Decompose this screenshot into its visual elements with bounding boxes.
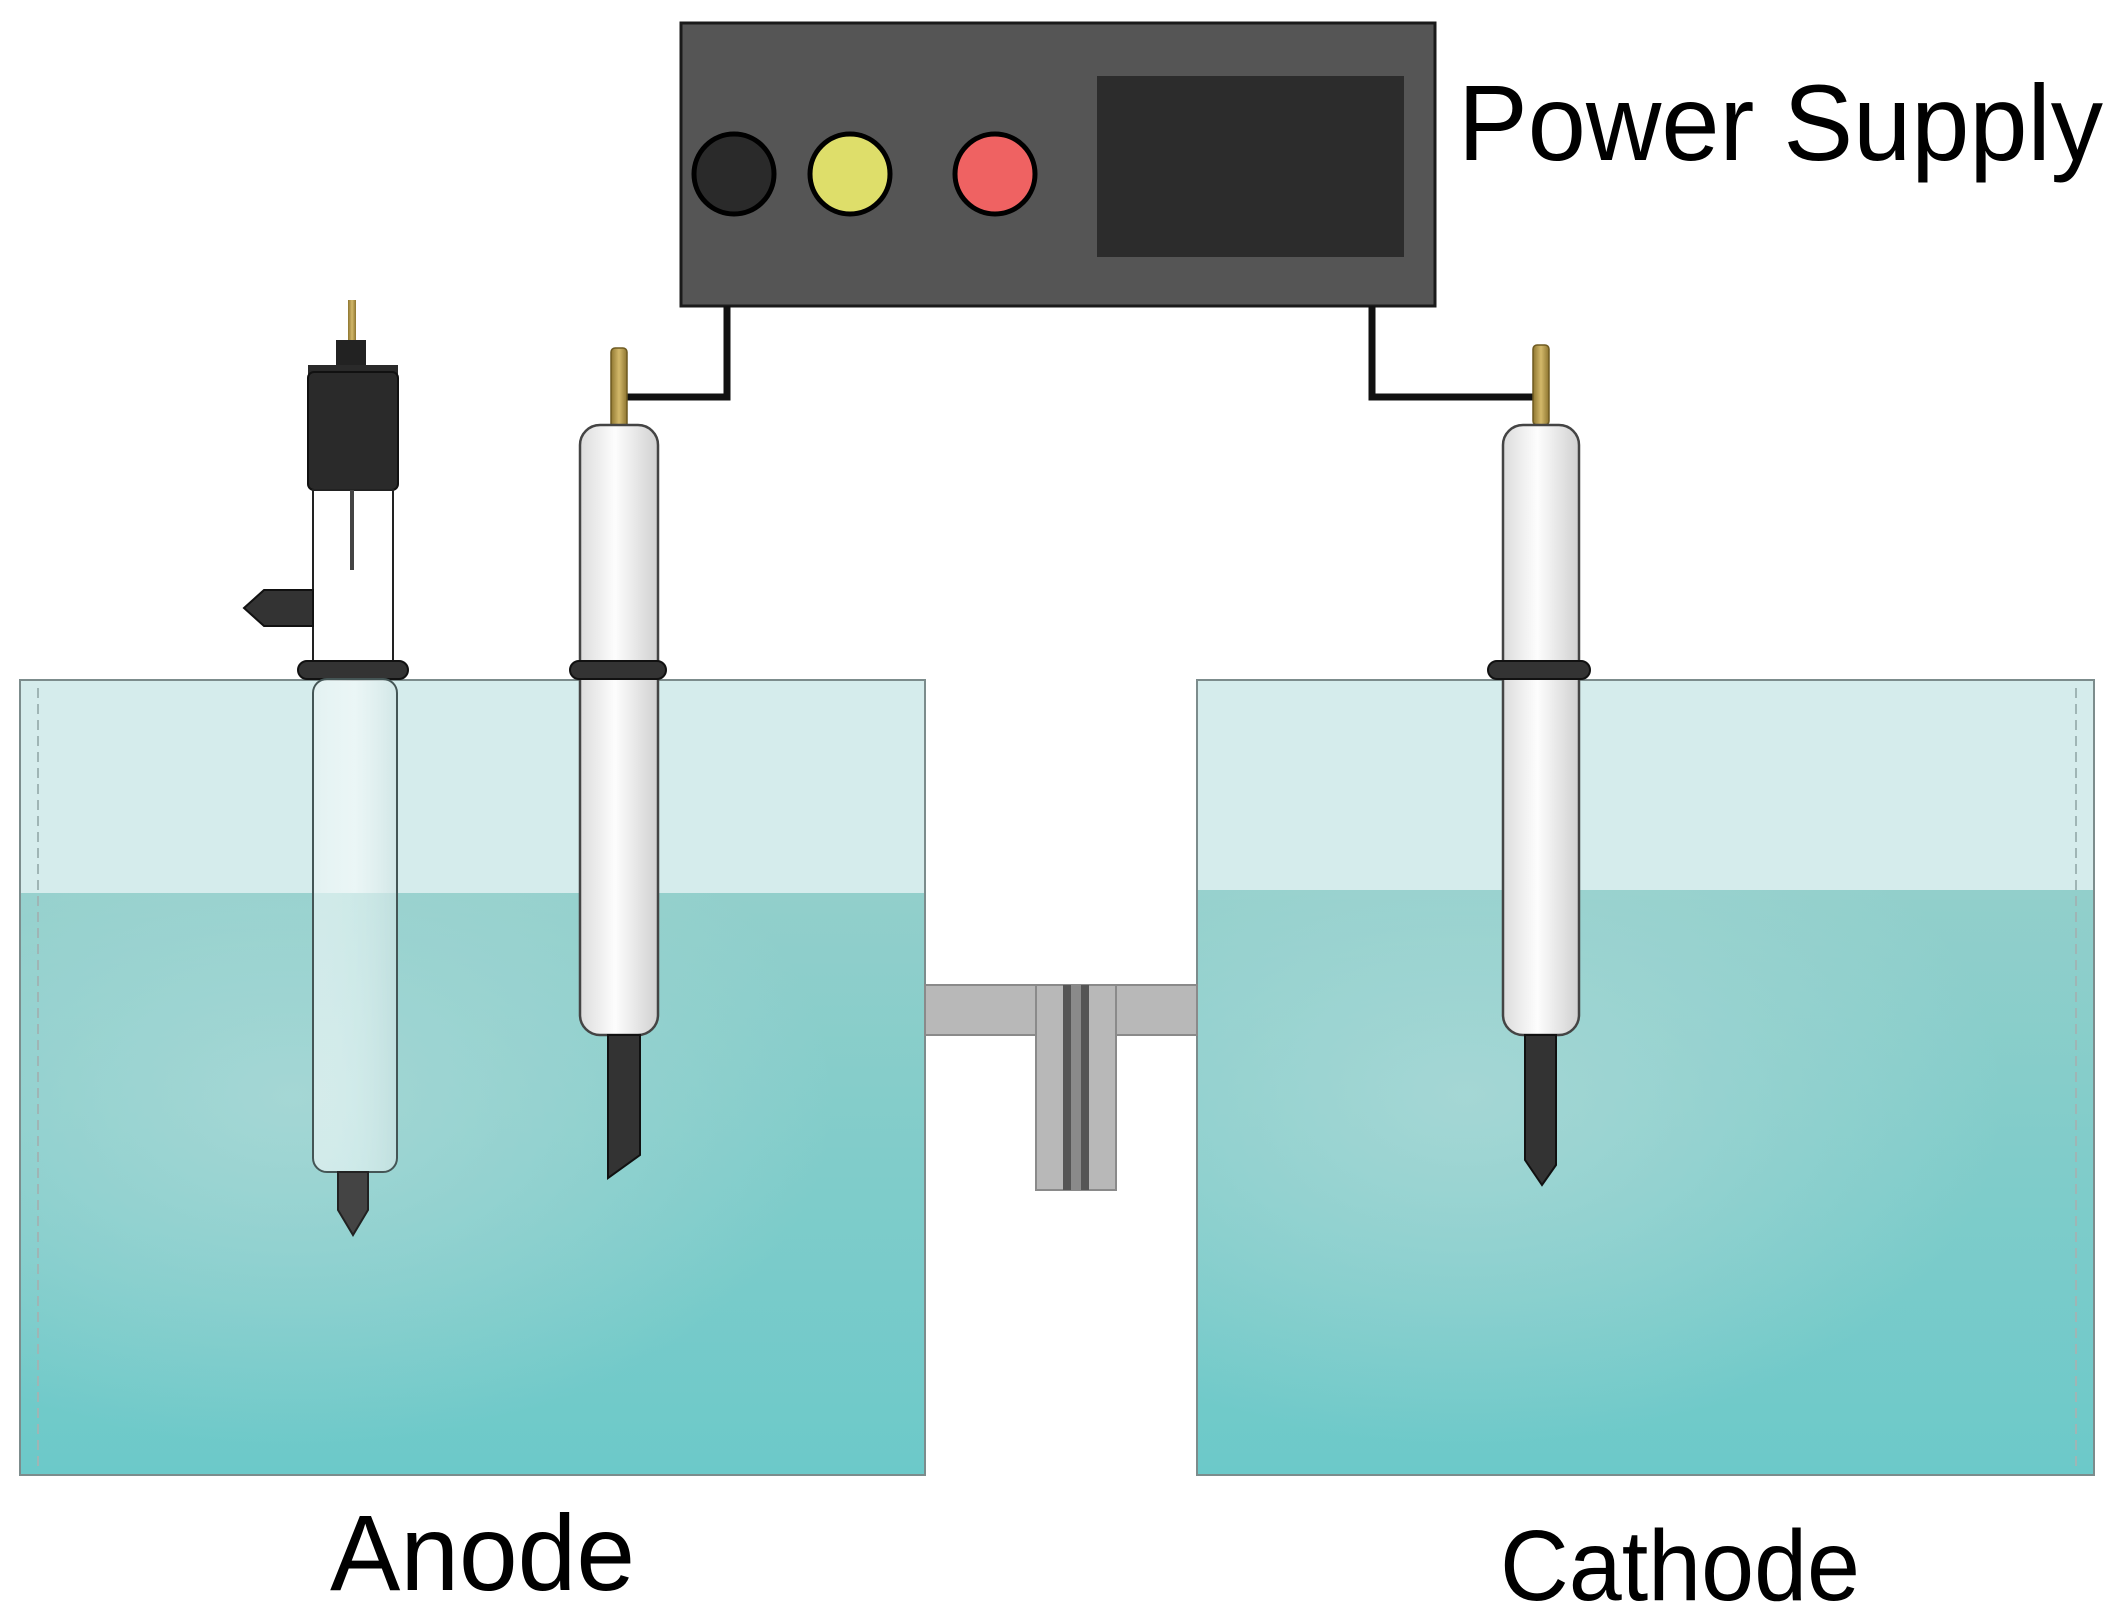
wires [624,306,1541,401]
yellow-knob [807,131,893,217]
black-knob [691,131,777,217]
anode-beaker [19,679,926,1476]
cathode-electrode [1487,344,1591,1187]
cathode-beaker [1196,679,2095,1476]
reference-electrode [242,300,409,1237]
power-supply-label: Power Supply [1458,62,2103,183]
display-screen [1097,76,1404,257]
anode-electrode [569,347,667,1180]
anode-label: Anode [330,1492,635,1613]
salt-bridge [924,984,1198,1191]
red-knob [952,131,1038,217]
power-supply [679,21,1437,308]
cathode-label: Cathode [1500,1510,1860,1615]
